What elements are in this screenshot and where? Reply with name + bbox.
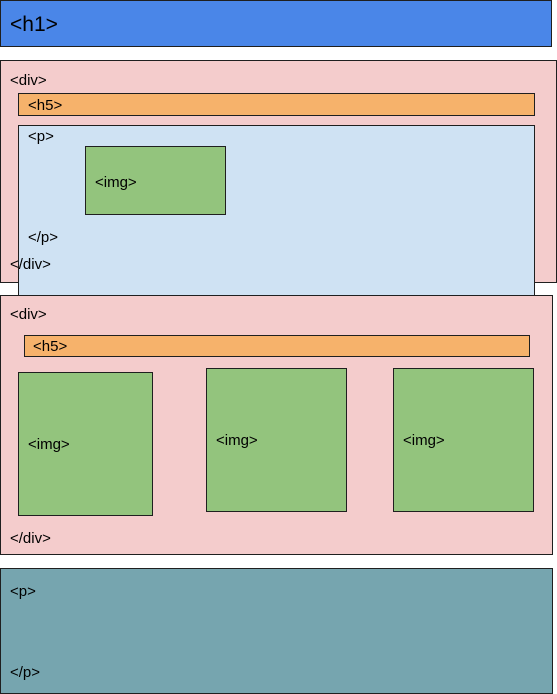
- p-open-label: <p>: [28, 128, 54, 145]
- p-close-label: </p>: [28, 229, 59, 246]
- image-block: <img>: [393, 368, 534, 512]
- div-open-label: <div>: [10, 306, 47, 323]
- h5-label: <h5>: [28, 97, 63, 114]
- h5-block: <h5>: [18, 93, 535, 116]
- h1-label: <h1>: [10, 13, 58, 36]
- div-close-label: </div>: [10, 530, 51, 547]
- div-block-2: <div> <h5> <img> <img> <img> </div>: [0, 295, 553, 555]
- img-label: <img>: [403, 432, 445, 449]
- paragraph-block-bottom: <p> </p>: [0, 568, 553, 694]
- h5-label: <h5>: [33, 338, 68, 355]
- img-label: <img>: [216, 432, 258, 449]
- p-close-label: </p>: [10, 664, 41, 681]
- image-block: <img>: [18, 372, 153, 516]
- img-label: <img>: [95, 174, 137, 191]
- image-block: <img>: [85, 146, 226, 215]
- img-label: <img>: [28, 436, 70, 453]
- h1-block: <h1>: [0, 0, 552, 47]
- div-open-label: <div>: [10, 72, 47, 89]
- p-open-label: <p>: [10, 583, 36, 600]
- h5-block: <h5>: [24, 335, 530, 357]
- div-block-1: <div> <h5> <p> <img> </p> </div>: [0, 60, 557, 306]
- paragraph-block: <p> <img> </p>: [18, 125, 535, 306]
- div-close-label: </div>: [10, 256, 51, 273]
- image-block: <img>: [206, 368, 347, 512]
